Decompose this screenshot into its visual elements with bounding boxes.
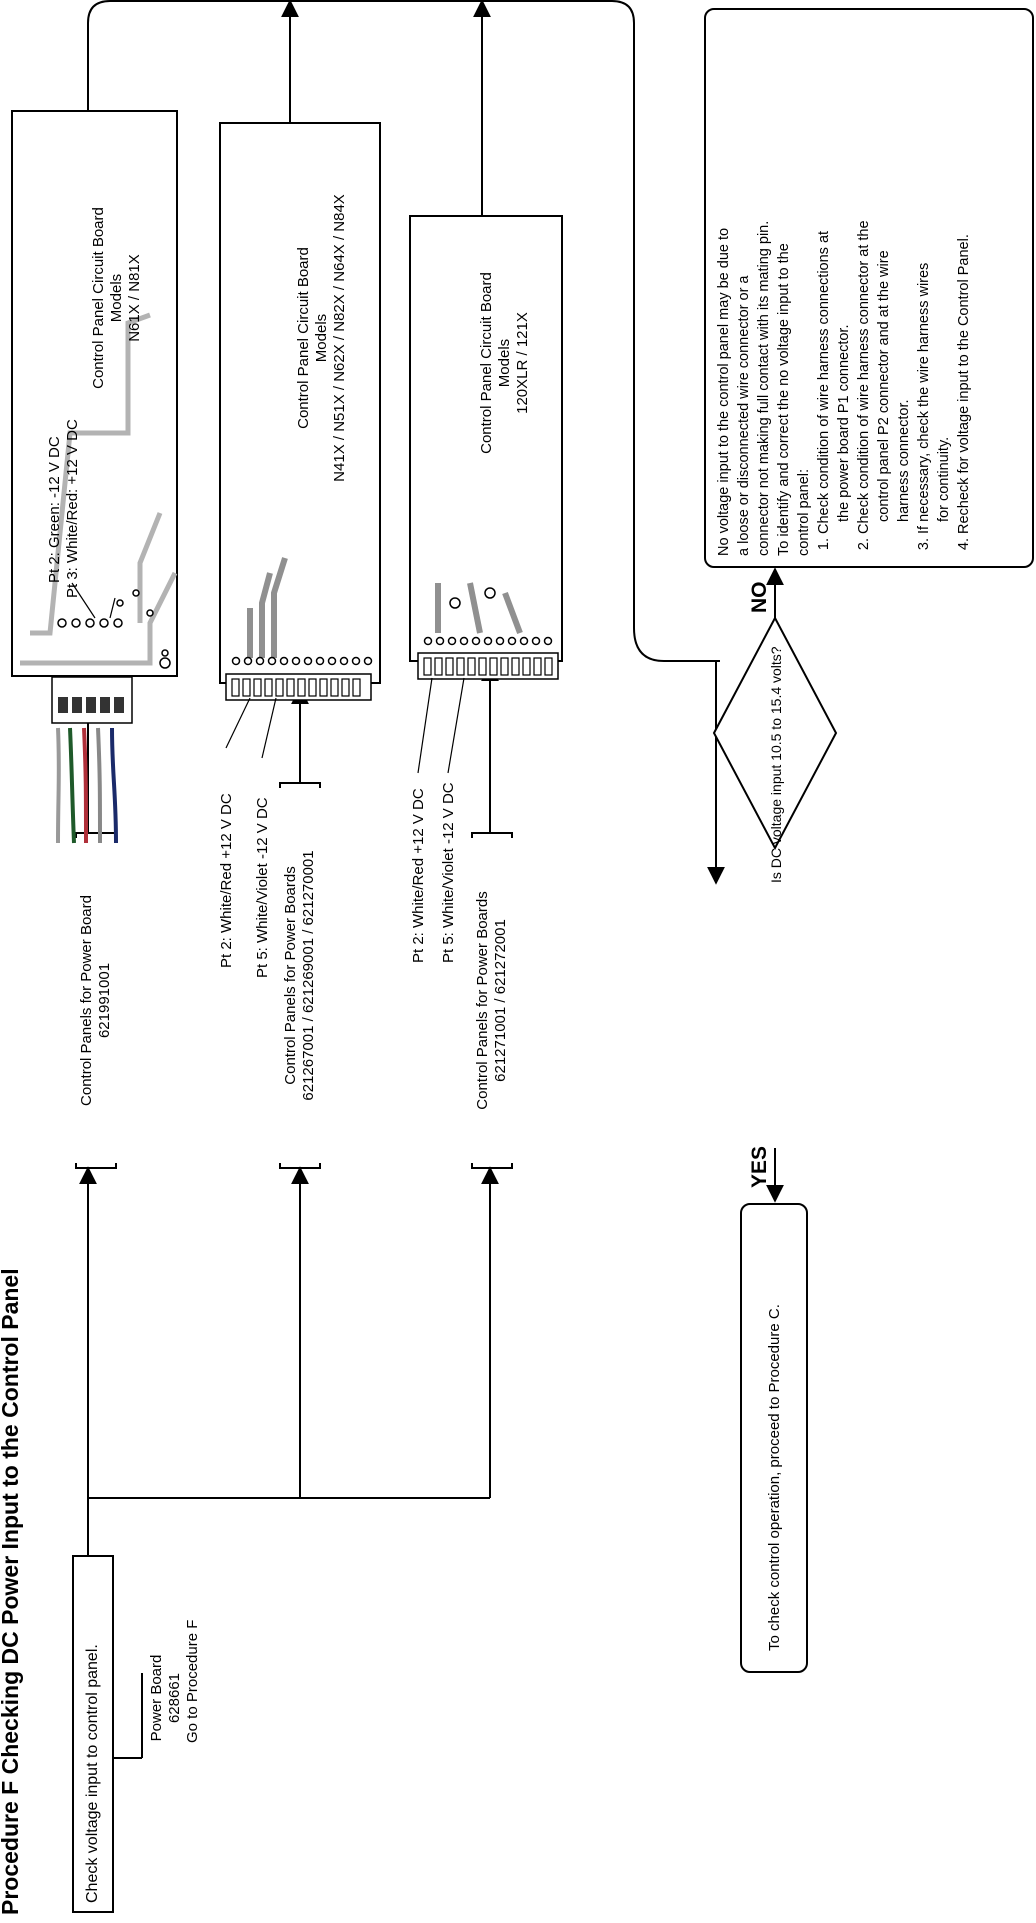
start-box-label: Check voltage input to control panel.: [84, 1644, 101, 1903]
board3-title: Control Panel Circuit Board: [478, 272, 495, 454]
board2-pin5-label: Pt 5: White/Violet -12 V DC: [254, 797, 271, 978]
no-note-intro-5: control panel:: [796, 468, 812, 556]
panel-group-2: Control Panels for Power Boards 62126700…: [282, 788, 318, 1163]
board3-circuit: [409, 215, 563, 680]
no-note-step-1-line-2: the power board P1 connector.: [836, 324, 852, 523]
no-note-step-1-line-1: Check condition of wire harness connecti…: [816, 230, 832, 534]
power-board-number: 628661: [166, 1672, 183, 1724]
no-note-intro-2: a loose or disconnected wire connector o…: [736, 275, 752, 557]
panel-group-2-numbers: 621267001 / 621269001 / 621270001: [300, 850, 317, 1101]
no-note-step-3-line-1: If necessary, check the wire harness wir…: [916, 262, 932, 534]
power-board-name: Power Board: [148, 1654, 165, 1742]
panel-group-3-numbers: 621271001 / 621272001: [492, 919, 509, 1082]
no-note-step-4: Recheck for voltage input to the Control…: [954, 220, 974, 534]
board2-models: N41X / N51X / N62X / N82X / N64X / N84X: [331, 194, 348, 482]
board3-models-label: Models: [496, 338, 513, 388]
board1-pin3-label: Pt 3: White/Red: +12 V DC: [64, 419, 81, 598]
no-note-body: No voltage input to the control panel ma…: [714, 220, 974, 556]
no-note-step-1: Check condition of wire harness connecti…: [814, 220, 854, 534]
no-note-step-4-line-1: Recheck for voltage input to the Control…: [956, 234, 972, 534]
no-note-step-2-line-3: harness connector.: [896, 399, 912, 522]
power-board-ref: Power Board 628661 Go to Procedure F: [148, 1619, 202, 1743]
loop-to-decision: [87, 0, 720, 662]
board3-text: Control Panel Circuit Board Models 120XL…: [478, 223, 532, 503]
start-box: Check voltage input to control panel.: [72, 1555, 114, 1913]
no-note-intro-4: To identify and correct the no voltage i…: [776, 243, 792, 556]
no-label: NO: [748, 581, 771, 614]
board1-circuit: [11, 110, 178, 844]
no-note-intro-3: connector not making full contact with i…: [756, 220, 772, 556]
board1-title: Control Panel Circuit Board: [90, 207, 107, 389]
no-note-step-2-line-1: Check condition of wire harness connecto…: [856, 220, 872, 534]
no-note-step-2: Check condition of wire harness connecto…: [854, 220, 914, 534]
board1-text: Control Panel Circuit Board Models N61X …: [90, 133, 144, 463]
yes-action-box: To check control operation, proceed to P…: [740, 1203, 808, 1673]
panel-group-1: Control Panels for Power Board 621991001: [78, 838, 114, 1163]
decision-diamond: [712, 615, 838, 851]
panel-group-3-title: Control Panels for Power Boards: [474, 891, 491, 1110]
panel-group-1-numbers: 621991001: [96, 962, 113, 1039]
no-note-step-3-line-2: for continuity.: [936, 436, 952, 522]
power-board-procedure: Go to Procedure F: [184, 1619, 201, 1743]
decision-text: Is DC voltage input 10.5 to 15.4 volts?: [768, 646, 784, 883]
panel-group-3: Control Panels for Power Boards 62127100…: [474, 838, 510, 1163]
board1-pin2-label: Pt 2: Green: -12 V DC: [46, 436, 63, 583]
board2-text: Control Panel Circuit Board Models N41X …: [295, 133, 349, 543]
no-note-step-3: If necessary, check the wire harness wir…: [914, 220, 954, 534]
no-note-intro-1: No voltage input to the control panel ma…: [716, 227, 732, 556]
board3-pin5-label: Pt 5: White/Violet -12 V DC: [440, 782, 457, 963]
board1-models: N61X / N81X: [126, 254, 143, 342]
board2-models-label: Models: [313, 313, 330, 363]
panel-group-2-title: Control Panels for Power Boards: [282, 866, 299, 1085]
yes-label: YES: [748, 1145, 771, 1188]
no-note-step-2-line-2: control panel P2 connector and at the wi…: [876, 250, 892, 522]
yes-action-text: To check control operation, proceed to P…: [766, 1304, 783, 1651]
board3-pin2-label: Pt 2: White/Red +12 V DC: [410, 788, 427, 963]
no-note-steps: Check condition of wire harness connecti…: [814, 220, 974, 556]
diagram-title: Procedure F Checking DC Power Input to t…: [0, 1268, 23, 1915]
board1-models-label: Models: [108, 273, 125, 323]
board2-circuit: [219, 122, 381, 701]
panel-group-1-title: Control Panels for Power Board: [78, 895, 95, 1106]
board2-title: Control Panel Circuit Board: [295, 247, 312, 429]
no-note-box: No voltage input to the control panel ma…: [704, 8, 1034, 568]
board3-models: 120XLR / 121X: [514, 312, 531, 414]
board2-pin2-label: Pt 2: White/Red +12 V DC: [218, 793, 235, 968]
